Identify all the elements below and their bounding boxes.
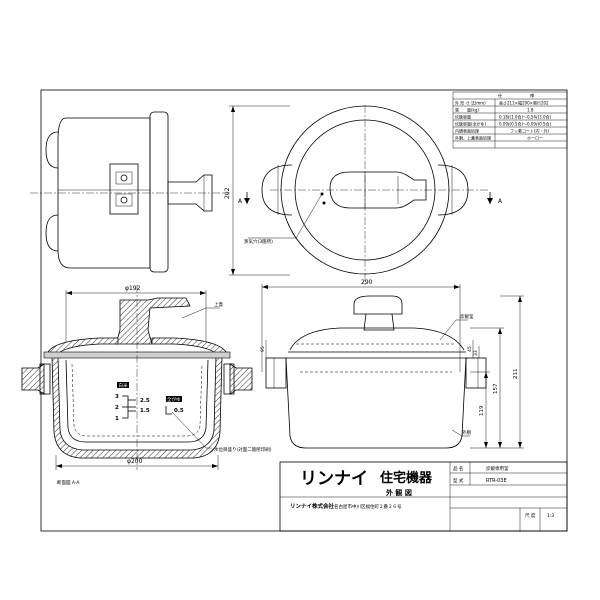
spec-value-5: フッ素コート(内・外) (510, 128, 550, 134)
spec-value-6: ホーロー (527, 136, 543, 141)
dim-45: 45 (467, 346, 473, 352)
dim-157: 157 (493, 383, 499, 394)
drawing-type: 外 観 図 (386, 488, 412, 497)
scale-rice-label: 白米 (119, 382, 128, 389)
rice-level-1-5: 1.5 (140, 408, 150, 414)
side-view (30, 111, 230, 273)
model-value: RTR-03E (486, 478, 507, 484)
spec-value-3: 0.18ℓ(1.0合)～0.54ℓ(3.0合) (499, 114, 552, 120)
spec-value-2: 1.8 (527, 108, 534, 113)
product-line: 住宅機器 (380, 470, 433, 486)
dim-lid-diameter: φ192 (125, 285, 141, 292)
rice-level-2: 2 (115, 405, 119, 411)
spec-label-3: 炊飯容量 (455, 114, 471, 120)
rice-level-1: 1 (115, 416, 119, 422)
spec-header-1: 仕 (498, 92, 503, 99)
spec-value-1: 高さ211×幅290×奥行202 (499, 100, 549, 106)
front-view: 290 211 157 119 45 (260, 279, 524, 449)
dim-depth: 202 (224, 187, 231, 199)
spec-header-2: 様 (530, 92, 535, 98)
spec-label-2: 質 量(kg) (455, 107, 479, 113)
spec-value-4: 0.09ℓ(0.5合)～0.09ℓ(0.5合) (499, 121, 552, 127)
dim-base-diameter: φ200 (127, 458, 143, 465)
scale-porridge-label: 全がゆ (167, 396, 181, 403)
name-label: 品 名 (453, 465, 463, 472)
spec-label-4: 炊飯容量(全がゆ) (455, 121, 487, 127)
company-name: リンナイ株式会社 (290, 502, 335, 510)
section-mark-a-left: A (238, 198, 243, 205)
section-caption: 断面図 A-A (57, 479, 80, 486)
spec-table: 仕 様 外 形 寸 法(mm) 高さ211×幅290×奥行202 質 量(kg)… (452, 91, 568, 149)
top-view: A A 202 蒸気穴(3箇所) (224, 105, 503, 285)
model-label: 型 式 (453, 477, 464, 484)
dim-width: 290 (361, 279, 373, 286)
callout-water-mark: 水位目盛り(対面二箇所印刷) (214, 446, 272, 453)
scale-value: 1:3 (547, 513, 554, 519)
rice-level-3: 3 (115, 394, 119, 400)
spec-label-6: 外胴、上蓋表面処理 (455, 135, 491, 141)
callout-body: 外胴 (462, 429, 471, 436)
company-address: 名古屋市中川区福住町２番２６号 (334, 503, 402, 510)
dim-119: 119 (479, 405, 485, 416)
knob-icon (120, 196, 128, 204)
callout-lid-top: 炊飯釜 (460, 313, 474, 320)
spec-label-1: 外 形 寸 法(mm) (455, 100, 486, 106)
section-mark-a-right: A (498, 198, 503, 205)
control-panel (109, 163, 139, 215)
spec-label-5: 内鍋表面処理 (455, 128, 479, 134)
section-view: φ192 白米 3 2 1 2.5 1.5 全がゆ 0. (21, 285, 272, 486)
callout-steam-hole: 蒸気穴(3箇所) (244, 238, 273, 245)
knob-icon (120, 174, 128, 182)
brand-logo: リンナイ (300, 469, 368, 489)
rice-level-2-5: 2.5 (140, 398, 150, 404)
title-block: リンナイ 住宅機器 外 観 図 リンナイ株式会社 名古屋市中川区福住町２番２６号… (279, 461, 568, 532)
dim-height: 211 (513, 369, 519, 380)
name-value: 炊飯専用釜 (486, 465, 509, 472)
dim-95: 95 (260, 346, 266, 352)
porridge-level: 0.5 (174, 408, 184, 414)
scale-label: 尺 度 (525, 512, 536, 519)
dim-33: 33 (473, 350, 479, 356)
callout-lid: 上蓋 (214, 301, 223, 308)
